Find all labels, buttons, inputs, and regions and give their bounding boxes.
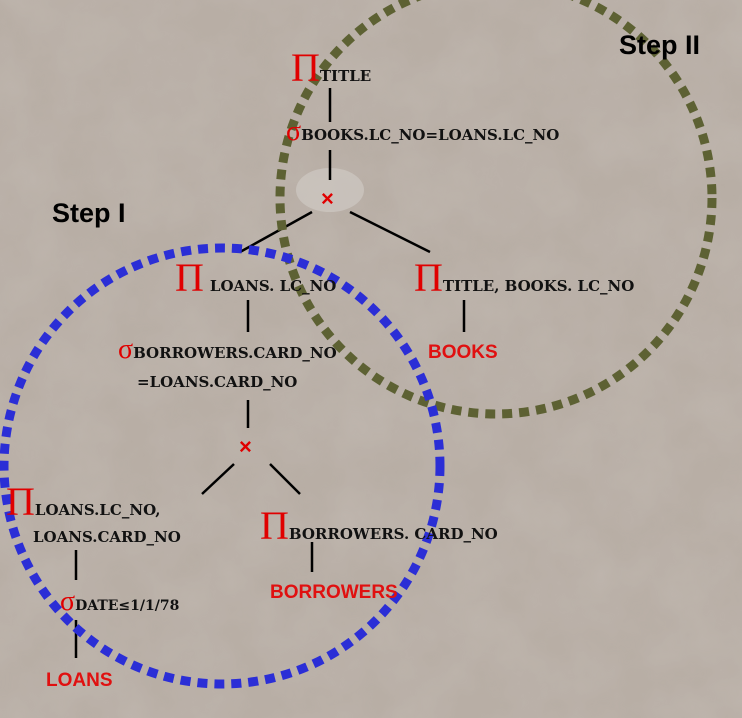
pi-borrowers-cardno-attrs: BORROWERS. CARD_NO bbox=[288, 525, 498, 543]
node-pi-loans-lcno: Π LOANS. LC_NO bbox=[175, 258, 336, 298]
cross-product-operator: × bbox=[239, 434, 252, 459]
node-cross-top: × bbox=[321, 188, 334, 210]
pi-operator: Π bbox=[291, 45, 320, 90]
pi-loans-lcno-attrs: LOANS. LC_NO bbox=[209, 277, 337, 295]
relation-loans: LOANS bbox=[46, 670, 113, 691]
node-sigma-date: σDATE≤1/1/78 bbox=[60, 588, 179, 616]
edge-cross-to-pi-borrowers bbox=[269, 463, 301, 495]
sigma-operator: σ bbox=[286, 116, 302, 147]
relation-books: BOOKS bbox=[428, 342, 498, 363]
node-sigma-borrowers-line2: =LOANS.CARD_NO bbox=[137, 375, 297, 391]
cross-product-operator: × bbox=[321, 186, 334, 211]
pi-operator: Π bbox=[175, 255, 204, 300]
pi-operator: Π bbox=[6, 479, 35, 524]
relation-borrowers: BORROWERS bbox=[270, 582, 398, 603]
sigma-operator: σ bbox=[118, 334, 134, 365]
pi-loans-cardno-line1: LOANS.LC_NO, bbox=[34, 501, 161, 519]
node-pi-title-books: ΠTITLE, BOOKS. LC_NO bbox=[414, 258, 634, 298]
sigma-borrowers-cond-line2: =LOANS.CARD_NO bbox=[137, 373, 298, 391]
pi-loans-cardno-line2: LOANS.CARD_NO bbox=[33, 528, 181, 546]
sigma-borrowers-cond-line1: BORROWERS.CARD_NO bbox=[133, 344, 337, 362]
pi-operator: Π bbox=[414, 255, 443, 300]
sigma-operator: σ bbox=[60, 586, 76, 617]
pi-title-books-attrs: TITLE, BOOKS. LC_NO bbox=[442, 277, 635, 295]
node-pi-loans-cardno-line2: LOANS.CARD_NO bbox=[33, 530, 181, 546]
node-pi-borrowers-cardno: ΠBORROWERS. CARD_NO bbox=[260, 506, 498, 546]
node-sigma-borrowers: σBORROWERS.CARD_NO bbox=[118, 336, 337, 364]
sigma-date-cond: DATE≤1/1/78 bbox=[75, 598, 180, 614]
step-two-circle bbox=[275, 0, 717, 419]
step-two-label: Step II bbox=[619, 30, 701, 60]
edge-cross-to-pi-loans-card bbox=[201, 463, 235, 495]
node-cross-mid: × bbox=[239, 436, 252, 458]
pi-operator: Π bbox=[260, 503, 289, 548]
edge-cross-to-pi-loans bbox=[239, 210, 313, 254]
step-one-label: Step I bbox=[52, 198, 126, 228]
node-sigma-books-loans: σBOOKS.LC_NO=LOANS.LC_NO bbox=[286, 118, 559, 146]
step-one-circle bbox=[0, 243, 445, 689]
sigma-books-loans-cond: BOOKS.LC_NO=LOANS.LC_NO bbox=[301, 126, 560, 144]
edge-cross-to-pi-books bbox=[349, 210, 431, 254]
node-pi-title: ΠTITLE bbox=[291, 48, 371, 88]
node-pi-loans-cardno: ΠLOANS.LC_NO, bbox=[6, 482, 160, 522]
pi-title-attrs: TITLE bbox=[319, 67, 372, 85]
